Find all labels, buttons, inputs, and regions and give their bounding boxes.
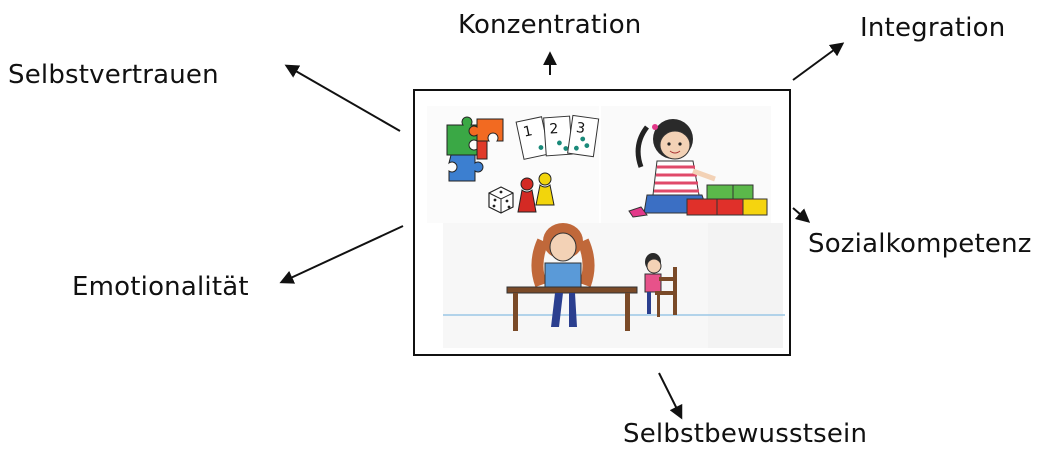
game-pieces-icon xyxy=(517,172,555,213)
puzzle-icon xyxy=(446,116,504,182)
teacher-child-table-icon xyxy=(443,223,785,331)
cards-icon: 1 2 3 xyxy=(515,114,600,160)
card-number-2: 2 xyxy=(549,121,559,138)
label-emotionalitaet: Emotionalität xyxy=(72,272,249,302)
image-collage-frame: 1 2 3 xyxy=(413,89,791,356)
card-number-3: 3 xyxy=(575,120,586,137)
card-number-1: 1 xyxy=(522,123,534,141)
arrow-selbstvertrauen xyxy=(284,64,401,132)
dice-icon xyxy=(488,186,514,214)
arrow-selbstbewusstsein xyxy=(658,372,683,420)
label-selbstbewusstsein: Selbstbewusstsein xyxy=(623,419,868,449)
label-integration: Integration xyxy=(860,13,1006,43)
collage-drawing: 1 2 3 xyxy=(443,114,785,331)
panel-background-strip xyxy=(708,223,783,348)
building-blocks-icon xyxy=(686,184,768,216)
label-konzentration: Konzentration xyxy=(458,10,642,40)
label-sozialkompetenz: Sozialkompetenz xyxy=(808,229,1032,259)
arrow-emotionalitaet xyxy=(279,225,404,284)
arrow-sozialkompetenz xyxy=(792,207,811,223)
label-selbstvertrauen: Selbstvertrauen xyxy=(8,60,219,90)
arrow-integration xyxy=(792,42,845,81)
